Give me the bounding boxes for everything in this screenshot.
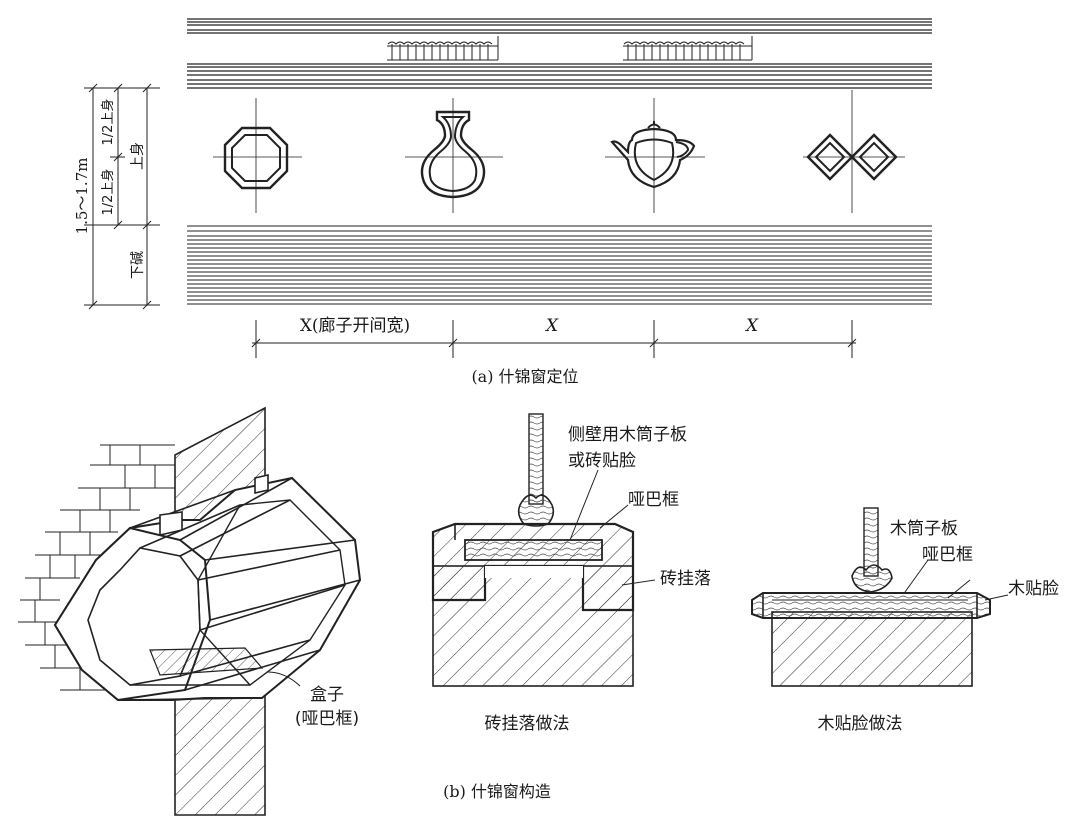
railing-right xyxy=(623,36,753,61)
base-wall-lines xyxy=(187,225,932,305)
dim-half-upper-label-1: 1/2上身 xyxy=(100,99,116,146)
dim-half-upper-label-2: 1/2上身 xyxy=(100,169,116,216)
dim-lower-label: 下碱 xyxy=(130,251,146,279)
double-diamond-window xyxy=(806,133,898,181)
brick-frame-label: 哑巴框 xyxy=(628,490,679,510)
box-label-1: 盒子 xyxy=(310,685,344,705)
octagon-window xyxy=(223,126,289,190)
isometric-box-view xyxy=(18,406,362,816)
dim-upper-label: 上身 xyxy=(130,142,146,170)
caption-b: (b) 什锦窗构造 xyxy=(443,782,551,801)
brick-method-title: 砖挂落做法 xyxy=(485,714,570,734)
brick-side-label-1: 侧壁用木筒子板 xyxy=(568,425,687,445)
horizontal-dimensions xyxy=(251,320,857,358)
wood-frame-label: 哑巴框 xyxy=(922,545,973,565)
bay-3-label: X xyxy=(744,316,759,336)
eave-lines xyxy=(187,18,932,89)
wood-board-label: 木筒子板 xyxy=(890,519,958,539)
caption-a: (a) 什锦窗定位 xyxy=(471,367,578,386)
box-label-2: (哑巴框) xyxy=(295,709,359,729)
vertical-dimensions xyxy=(84,83,160,310)
brick-method-section xyxy=(431,413,656,687)
wood-method-section xyxy=(751,507,1009,687)
wood-method-title: 木贴脸做法 xyxy=(818,714,903,734)
wood-face-label: 木贴脸 xyxy=(1008,579,1059,599)
vase-window xyxy=(420,110,486,199)
dim-total-label: 1.5～1.7m xyxy=(73,158,91,235)
center-lines xyxy=(213,90,905,213)
brick-side-label-2: 或砖贴脸 xyxy=(568,451,636,471)
teapot-window xyxy=(610,121,696,189)
bay-1-label: X(廊子开间宽) xyxy=(300,316,410,336)
railing-left xyxy=(387,36,499,61)
bay-2-label: X xyxy=(544,316,559,336)
elevation-view xyxy=(84,18,932,358)
brick-hang-label: 砖挂落 xyxy=(660,569,711,589)
